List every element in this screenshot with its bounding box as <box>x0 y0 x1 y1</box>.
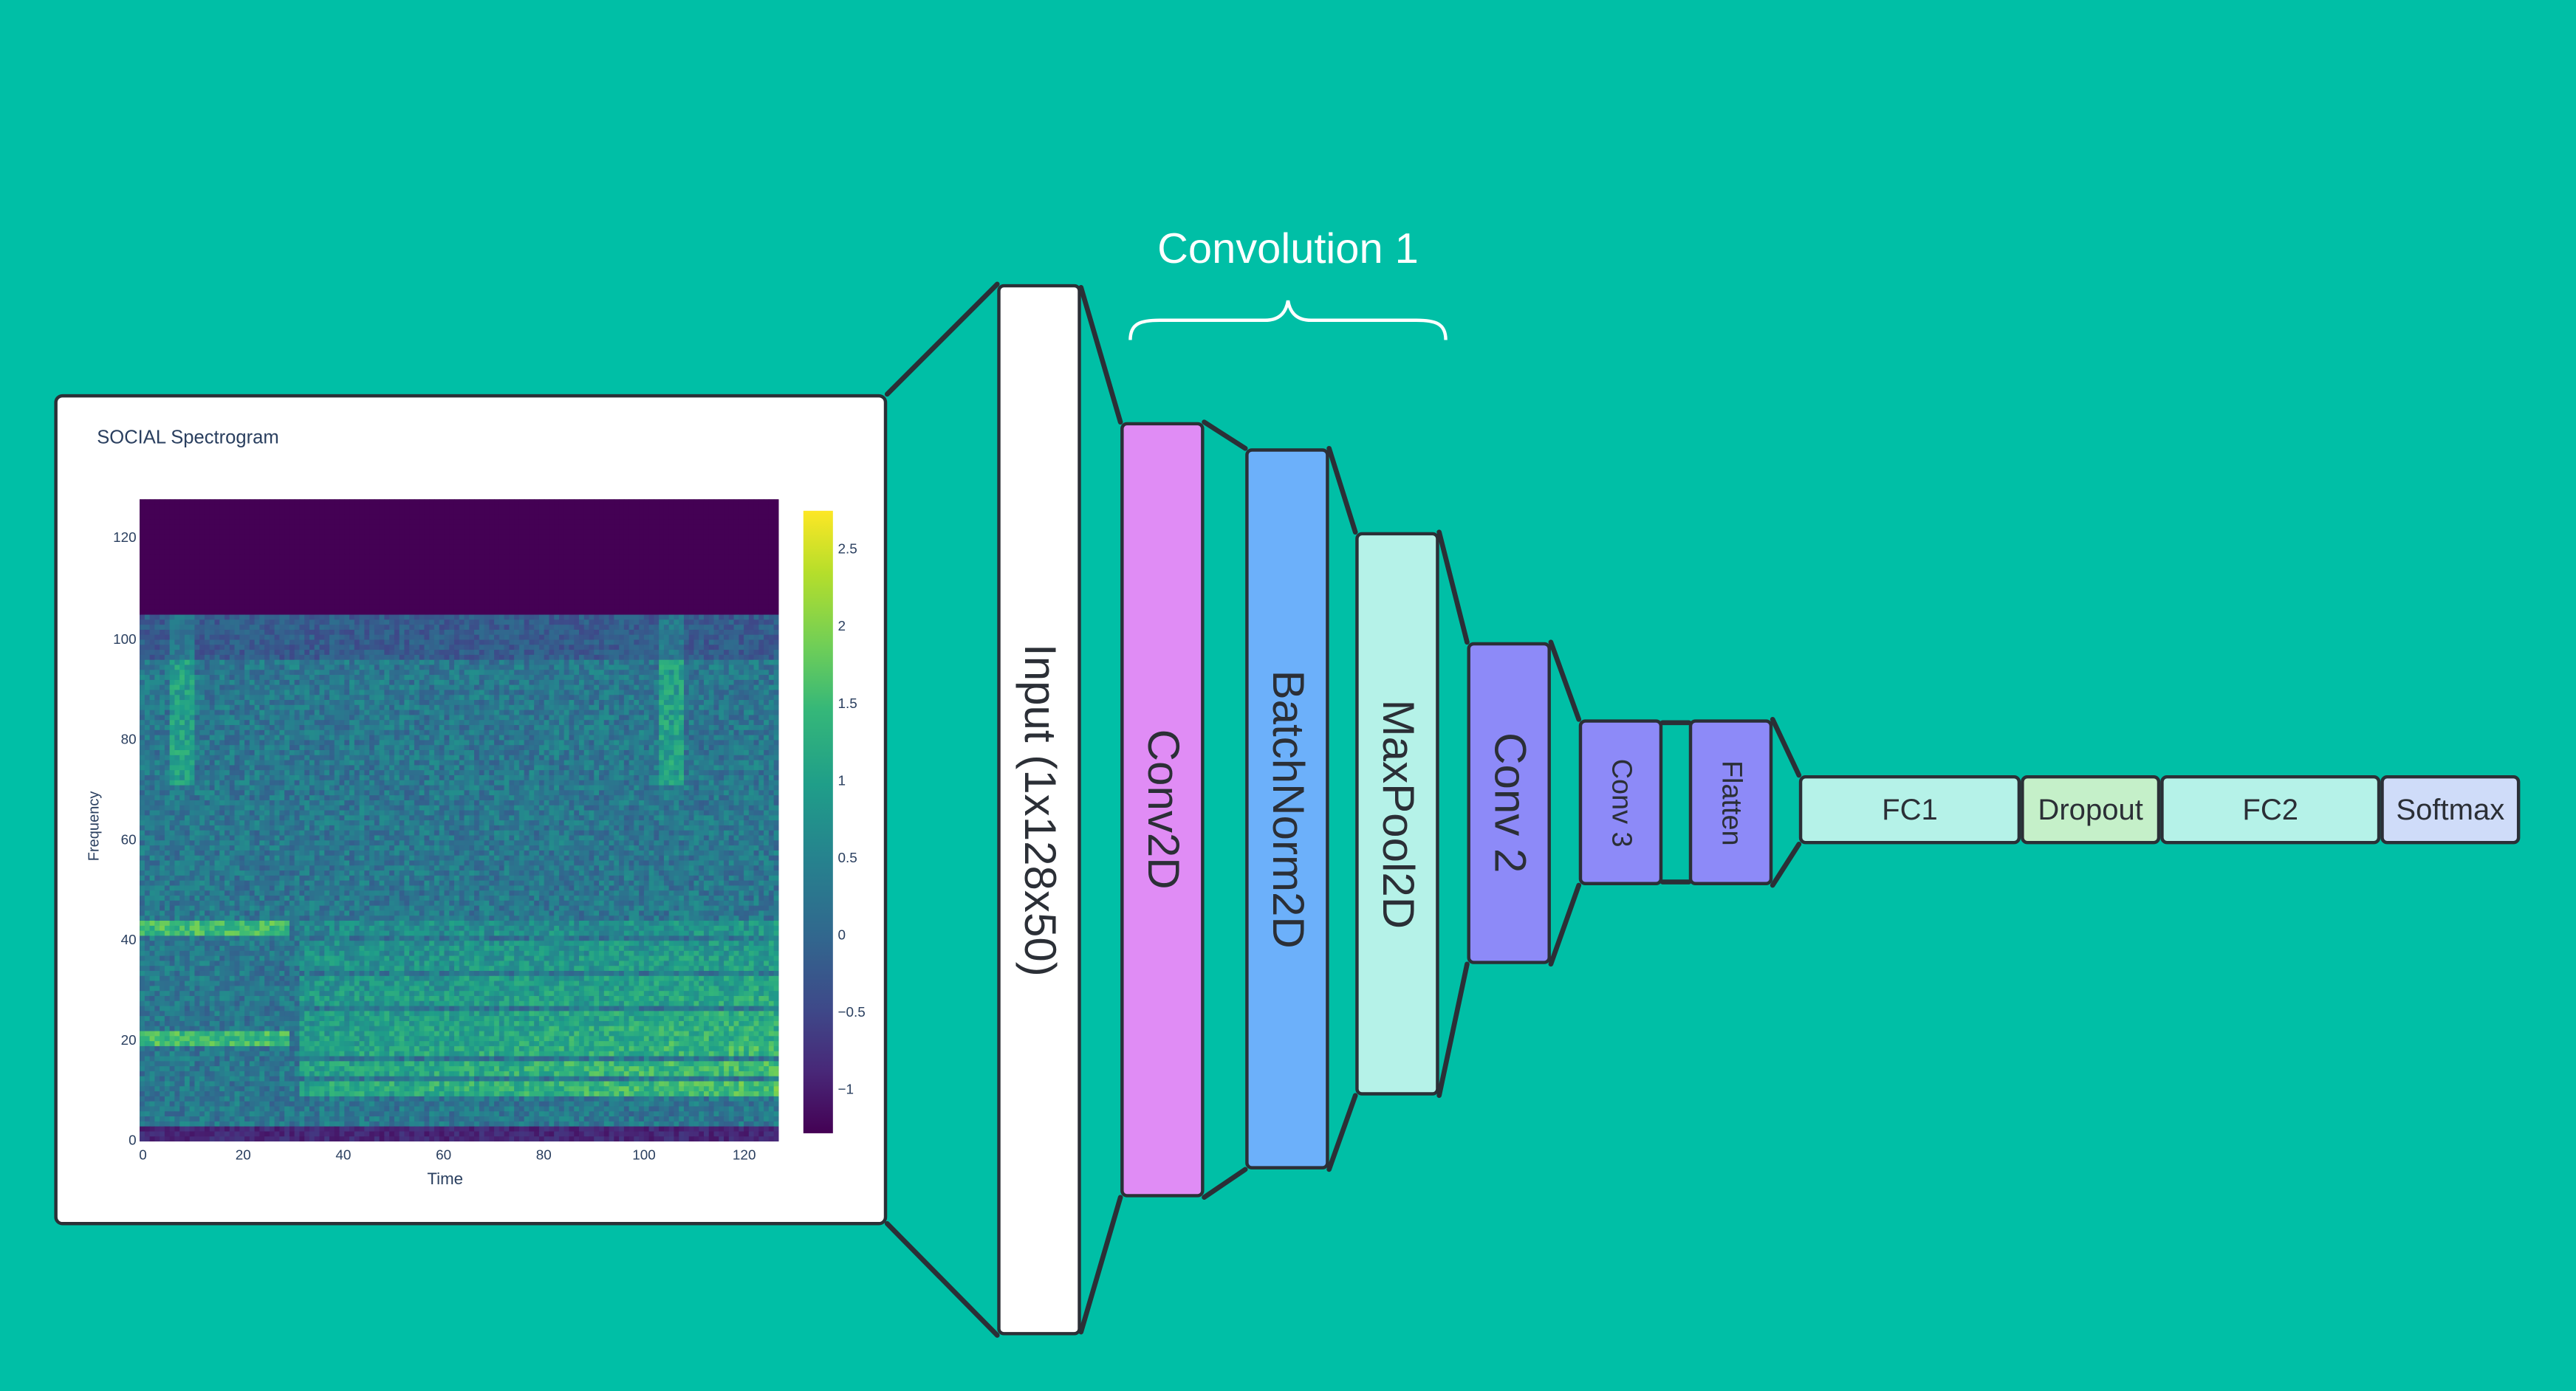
connector-line <box>884 1220 1000 1338</box>
batchnorm-layer-label: BatchNorm2D <box>1263 669 1313 949</box>
connector-line <box>884 281 1000 397</box>
x-tick-label: 20 <box>235 1146 251 1163</box>
connector-line <box>1078 284 1123 425</box>
maxpool-layer-label: MaxPool2D <box>1373 699 1423 929</box>
connector-line <box>1548 639 1582 722</box>
conv3-layer: Conv 3 <box>1578 719 1663 886</box>
spectrogram-title: SOCIAL Spectrogram <box>97 428 279 449</box>
dropout-layer: Dropout <box>2021 775 2161 845</box>
conv2d-layer: Conv2D <box>1120 422 1205 1198</box>
y-tick-label: 20 <box>120 1031 137 1048</box>
fc2-layer: FC2 <box>2160 775 2381 845</box>
y-tick-label: 0 <box>129 1131 137 1148</box>
x-axis-title: Time <box>427 1171 463 1189</box>
y-tick-label: 120 <box>113 529 137 546</box>
colorbar-tick-label: 0.5 <box>837 849 857 866</box>
x-tick-label: 60 <box>436 1146 452 1163</box>
colorbar <box>803 510 833 1133</box>
conv2-layer: Conv 2 <box>1467 642 1551 964</box>
connector-line <box>1436 529 1470 645</box>
batchnorm-layer: BatchNorm2D <box>1245 448 1329 1170</box>
dropout-layer-label: Dropout <box>2038 792 2143 825</box>
connector-line <box>1436 961 1470 1099</box>
connector-line <box>1326 1093 1358 1172</box>
input-layer: Input (1x128x50) <box>997 284 1081 1336</box>
convolution-group-title: Convolution 1 <box>1157 223 1419 273</box>
spectrogram-panel: SOCIAL Spectrogram 0 20 40 60 80 100 120… <box>54 394 888 1226</box>
softmax-layer-label: Softmax <box>2396 792 2505 825</box>
y-tick-label: 100 <box>113 631 137 648</box>
colorbar-tick-label: 0 <box>837 926 846 943</box>
x-tick-label: 0 <box>139 1146 147 1163</box>
connector-line <box>1078 1195 1123 1335</box>
x-tick-label: 100 <box>632 1146 656 1163</box>
connector-line <box>1202 419 1248 451</box>
curly-brace-icon <box>1128 300 1448 340</box>
colorbar-tick-label: 1 <box>837 772 846 789</box>
colorbar-tick-label: 1.5 <box>837 694 857 712</box>
connector-line <box>1326 445 1358 535</box>
conv2d-layer-label: Conv2D <box>1138 729 1188 890</box>
y-axis-title: Frequency <box>85 791 102 862</box>
conv3-layer-label: Conv 3 <box>1606 758 1637 847</box>
conv2-layer-label: Conv 2 <box>1484 732 1535 873</box>
connector-line <box>1770 716 1802 778</box>
colorbar-tick-label: −0.5 <box>837 1003 866 1020</box>
fc1-layer: FC1 <box>1798 775 2021 845</box>
colorbar-tick-label: 2.5 <box>837 540 857 557</box>
spectrogram-heatmap <box>140 499 779 1142</box>
y-tick-label: 80 <box>120 730 137 748</box>
x-tick-label: 80 <box>535 1146 552 1163</box>
colorbar-tick-label: −1 <box>837 1080 854 1097</box>
flatten-layer: Flatten <box>1688 719 1773 886</box>
connector-line <box>1770 842 1802 888</box>
input-layer-label: Input (1x128x50) <box>1015 643 1065 977</box>
fc1-layer-label: FC1 <box>1882 792 1938 825</box>
colorbar-tick-label: 2 <box>837 617 846 634</box>
spectrogram-image <box>140 499 779 1142</box>
x-tick-label: 120 <box>732 1146 756 1163</box>
fc2-layer-label: FC2 <box>2242 792 2299 825</box>
flatten-layer-label: Flatten <box>1716 759 1747 845</box>
x-tick-label: 40 <box>335 1146 352 1163</box>
maxpool-layer: MaxPool2D <box>1355 532 1439 1096</box>
connector-line <box>1548 882 1582 967</box>
y-tick-label: 40 <box>120 931 137 948</box>
y-tick-label: 60 <box>120 831 137 848</box>
connector-line <box>1202 1167 1248 1200</box>
softmax-layer: Softmax <box>2380 775 2521 845</box>
